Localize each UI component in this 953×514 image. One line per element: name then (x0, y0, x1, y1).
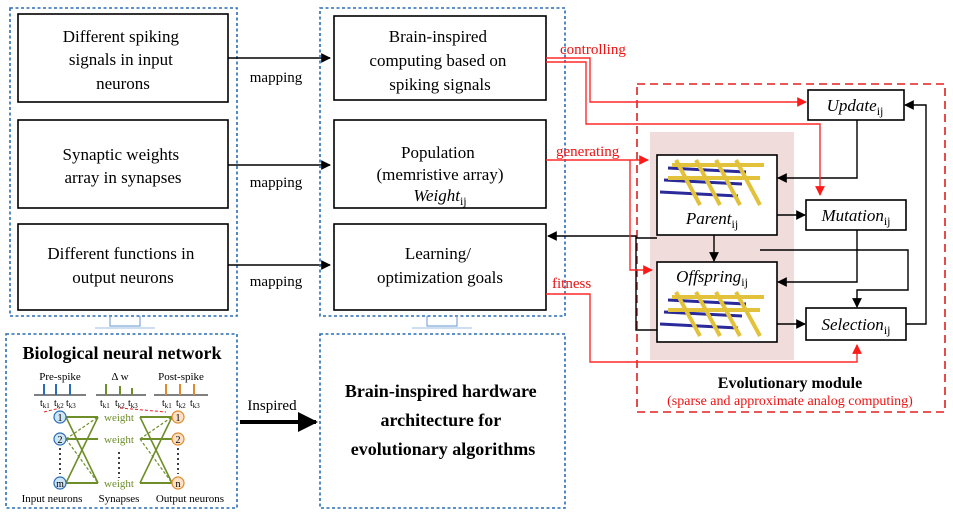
generating-label: generating (556, 144, 620, 160)
middle-box2-text: Population (memristive array) (377, 143, 504, 184)
mapping-label-2: mapping (250, 175, 303, 191)
svg-text:2: 2 (58, 435, 63, 446)
left-box2-text: Synaptic weights array in synapses (63, 145, 184, 187)
left-box3-text: Different functions in output neurons (47, 244, 198, 287)
output-neurons-label: Output neurons (156, 493, 224, 505)
left-box-spiking-signals (17, 13, 229, 103)
svg-text:1: 1 (176, 413, 181, 424)
evolutionary-module-subtitle: (sparse and approximate analog computing… (667, 394, 913, 409)
evolution-arrows (547, 100, 927, 331)
middle-connector (426, 316, 458, 327)
svg-text:weight: weight (104, 434, 134, 446)
update-box (807, 89, 905, 121)
offspring-label: Offspringij (676, 267, 748, 289)
evolutionary-module-title: Evolutionary module (718, 375, 862, 392)
left-connector (109, 316, 141, 327)
weight-label: Weightij (413, 186, 466, 208)
svg-text:tk1 tk2 tk3: tk1 tk2 tk3 tk1 tk2 tk3 tk1 tk2 tk3 (40, 398, 200, 411)
input-neurons-label: Input neurons (22, 493, 83, 505)
input-neurons: 1 2 m (53, 410, 67, 490)
middle-group-frame (319, 7, 566, 317)
middle-box3-text: Learning/ optimization goals (377, 244, 503, 287)
hardware-group-frame (319, 333, 566, 509)
inspired-label: Inspired (247, 398, 297, 414)
left-group-frame (9, 7, 238, 317)
hardware-text: Brain-inspired hardware architecture for… (345, 381, 541, 459)
mapping-label-3: mapping (250, 274, 303, 290)
svg-text:1: 1 (58, 413, 63, 424)
parent-memristor-array (659, 159, 764, 206)
selection-label: Selectionij (822, 315, 891, 337)
middle-box1-text: Brain-inspired computing based on spikin… (369, 27, 510, 94)
neural-connections: weight weight weight (59, 412, 179, 490)
update-label: Updateij (827, 96, 884, 118)
bio-title: Biological neural network (23, 343, 222, 363)
mapping-label-1: mapping (250, 70, 303, 86)
controlling-label: controlling (560, 42, 626, 58)
svg-text:m: m (56, 479, 64, 490)
left-box-output-functions (17, 223, 229, 311)
fitness-label: fitness (552, 276, 591, 292)
svg-text:n: n (176, 479, 181, 490)
left-box-synaptic-weights (17, 119, 229, 209)
controlling-path (546, 57, 825, 196)
parent-label: Parentij (685, 209, 738, 231)
svg-text:weight: weight (104, 412, 134, 424)
output-neurons: 1 2 n (171, 410, 185, 490)
selection-box (805, 307, 907, 341)
middle-box-brain-computing (333, 15, 547, 101)
offspring-memristor-array (659, 291, 764, 337)
svg-text:Δ w: Δ w (111, 371, 128, 383)
evolutionary-module-frame (636, 83, 946, 413)
svg-text:Pre-spike: Pre-spike (39, 371, 81, 383)
mutation-label: Mutationij (820, 206, 890, 228)
bio-group-frame (5, 333, 238, 509)
fitness-path (546, 293, 862, 363)
left-box1-text: Different spiking signals in input neuro… (63, 27, 184, 93)
generating-path (546, 155, 653, 275)
middle-box-population (333, 119, 547, 209)
mutation-box (805, 199, 907, 231)
spike-timing-panel: Pre-spike Δ w Post-spike tk1 tk2 tk3 tk1… (34, 371, 208, 413)
svg-text:weight: weight (104, 478, 134, 490)
middle-box-learning-goals (333, 223, 547, 311)
svg-text:2: 2 (176, 435, 181, 446)
svg-text:Post-spike: Post-spike (158, 371, 204, 383)
synapses-label: Synapses (99, 493, 140, 505)
